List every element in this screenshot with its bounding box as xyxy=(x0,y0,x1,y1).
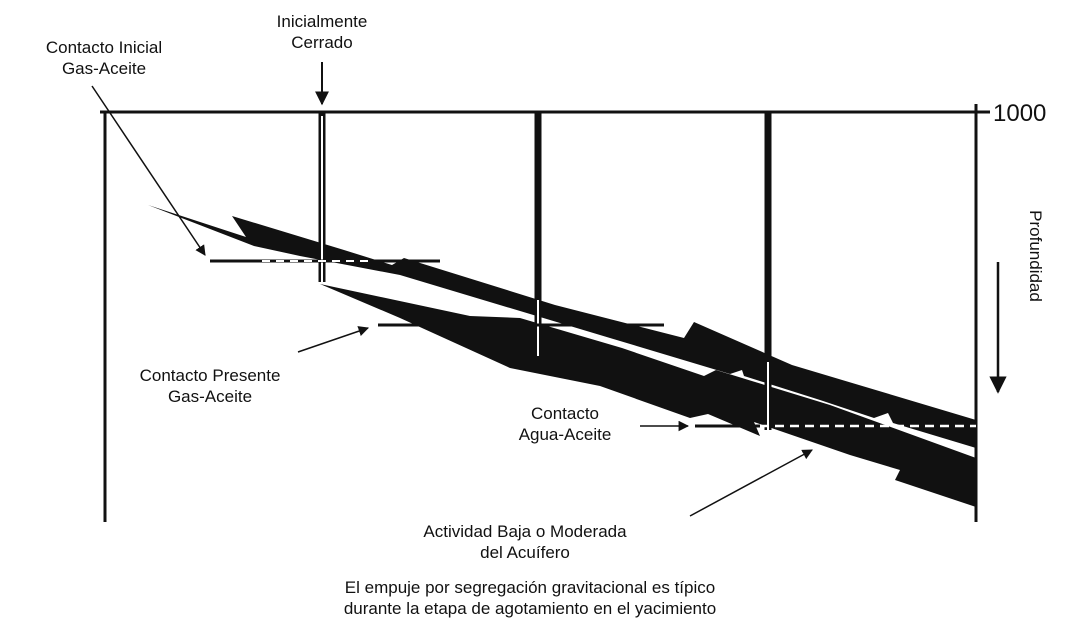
figure-caption: El empuje por segregación gravitacional … xyxy=(343,578,717,618)
lower-reservoir-band xyxy=(320,284,976,507)
arrow-contacto-inicial xyxy=(91,85,206,256)
arrow-actividad-acuifero xyxy=(689,449,813,517)
label-contacto-presente: Contacto Presente Gas-Aceite xyxy=(139,366,281,406)
label-contacto-inicial: Contacto Inicial Gas-Aceite xyxy=(45,38,163,78)
upper-reservoir-band xyxy=(148,205,976,448)
depth-value: 1000 xyxy=(993,100,1047,127)
label-inicialmente-cerrado: Inicialmente Cerrado xyxy=(276,12,368,52)
depth-axis-label: Profundidad xyxy=(1026,210,1045,302)
label-contacto-agua: Contacto Agua-Aceite xyxy=(518,404,612,444)
label-actividad-acuifero: Actividad Baja o Moderada del Acuífero xyxy=(423,522,627,562)
arrow-contacto-presente xyxy=(297,326,369,353)
